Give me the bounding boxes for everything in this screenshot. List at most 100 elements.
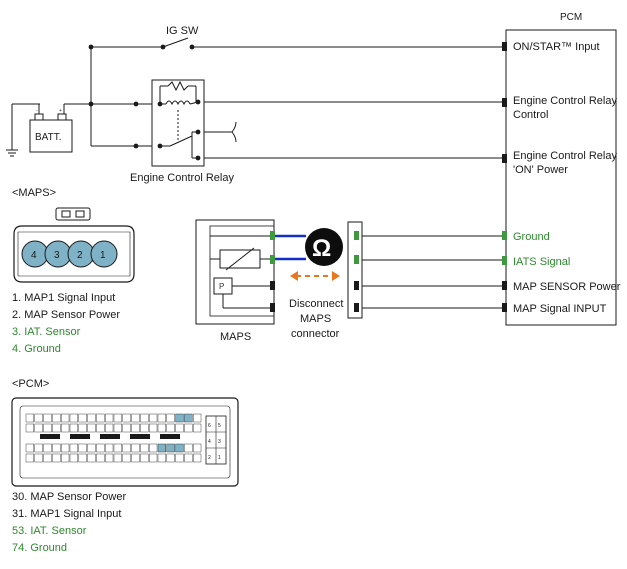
pcm-cavity: [104, 453, 114, 463]
pcm-cavity: [148, 413, 158, 423]
pcm-side-pin-2: 2: [208, 455, 211, 461]
junction-dots: [88, 44, 195, 149]
pcm-legend-30: 30. MAP Sensor Power: [12, 491, 127, 503]
maps-pin-2: 2: [77, 250, 83, 261]
pcm-cavity: [175, 423, 184, 433]
pcm-cavity: [175, 413, 184, 423]
pcm-cavity: [43, 443, 52, 453]
ohmmeter-probes: [275, 228, 343, 266]
maps-pin-3: 3: [54, 250, 60, 261]
maps-pin-4: 4: [31, 250, 37, 261]
pcm-cavity: [104, 443, 114, 453]
pcm-pin-markers: [502, 42, 507, 312]
pcm-cavity: [175, 453, 184, 463]
pcm-cavity: [34, 453, 43, 463]
pcm-pin-iats: IATS Signal: [513, 256, 570, 268]
pcm-cavity: [52, 423, 61, 433]
maps-legend-4: 4. Ground: [12, 343, 61, 355]
pcm-cavity: [166, 413, 175, 423]
battery: [22, 103, 73, 153]
pcm-cavity: [87, 453, 96, 463]
pcm-side-pin-5: 5: [218, 423, 221, 429]
pcm-cavity: [34, 423, 43, 433]
pcm-cavity: [122, 443, 131, 453]
pcm-side-pin-1: 1: [218, 455, 221, 461]
pcm-cavity: [184, 413, 193, 423]
pcm-cavity: [104, 413, 114, 423]
pcm-cavity: [78, 413, 87, 423]
pcm-cavity: [157, 453, 167, 463]
disconnect-arrow: [290, 271, 340, 281]
pcm-key-bar: [70, 434, 90, 439]
engine-control-relay: [151, 79, 205, 167]
pcm-cavity: [61, 443, 70, 453]
pcm-cavity: [192, 413, 202, 423]
pcm-legend-74: 74. Ground: [12, 542, 68, 554]
pcm-cavity: [157, 413, 167, 423]
pcm-cavity: [52, 443, 61, 453]
ig-switch-label: IG SW: [166, 25, 199, 37]
pcm-cavity: [140, 443, 149, 453]
maps-legend-3: 3. IAT. Sensor: [12, 326, 81, 338]
battery-minus: -: [36, 108, 38, 114]
pcm-key-bar: [100, 434, 120, 439]
maps-pin-legend: 1. MAP1 Signal Input 2. MAP Sensor Power…: [12, 290, 120, 358]
pcm-cavity: [113, 413, 123, 423]
pcm-cavity: [192, 443, 202, 453]
pcm-cavity: [78, 453, 87, 463]
pcm-pin-relay-on-1: Engine Control Relay: [513, 150, 617, 162]
pcm-key-bar: [160, 434, 180, 439]
pcm-cavity: [96, 423, 105, 433]
pcm-pin-map-power: MAP SENSOR Power: [513, 281, 621, 293]
pcm-cavity: [43, 413, 52, 423]
pcm-cavity: [184, 453, 193, 463]
pcm-cavity: [61, 453, 70, 463]
pcm-cavity: [131, 413, 140, 423]
pcm-cavity: [131, 453, 140, 463]
pcm-cavity: [192, 453, 202, 463]
pcm-connector-face: [11, 397, 239, 487]
pcm-cavity: [69, 413, 79, 423]
pcm-pin-relay-control-1: Engine Control Relay: [513, 95, 617, 107]
pcm-cavity: [96, 413, 105, 423]
maps-connector-header: <MAPS>: [12, 187, 56, 199]
pcm-cavity: [52, 413, 61, 423]
pcm-cavity: [175, 443, 184, 453]
pcm-cavity: [122, 413, 131, 423]
maps-legend-1: 1. MAP1 Signal Input: [12, 292, 116, 304]
pcm-key-bar: [40, 434, 60, 439]
supply-wires: [6, 37, 502, 159]
pcm-pin-relay-on-2: 'ON' Power: [513, 164, 568, 176]
battery-label: BATT.: [35, 132, 61, 143]
pcm-cavity: [148, 453, 158, 463]
pcm-cavity: [25, 423, 35, 433]
pcm-cavity: [166, 443, 175, 453]
pcm-cavity: [69, 453, 79, 463]
pcm-cavity: [25, 443, 35, 453]
pcm-cavity: [87, 423, 96, 433]
pcm-cavity: [122, 453, 131, 463]
pcm-cavity: [61, 413, 70, 423]
pcm-cavity: [157, 443, 167, 453]
pcm-cavity: [148, 443, 158, 453]
pcm-pin-onstar: ON/STAR™ Input: [513, 41, 600, 53]
pcm-cavity: [140, 453, 149, 463]
maps-p-label: P: [219, 282, 224, 291]
pcm-cavity: [78, 443, 87, 453]
pcm-cavity: [104, 423, 114, 433]
pcm-cavity: [69, 443, 79, 453]
pcm-cavity: [140, 423, 149, 433]
pcm-cavity: [78, 423, 87, 433]
pcm-side-pin-6: 6: [208, 423, 211, 429]
pcm-legend-31: 31. MAP1 Signal Input: [12, 508, 122, 520]
pcm-connector-header: <PCM>: [12, 378, 49, 390]
pcm-cavity: [96, 443, 105, 453]
ohmmeter-icon: Ω: [312, 235, 331, 262]
maps-label: MAPS: [220, 331, 251, 343]
maps-legend-2: 2. MAP Sensor Power: [12, 309, 121, 321]
pcm-cavity: [25, 413, 35, 423]
pcm-cavity: [87, 413, 96, 423]
pcm-pin-legend: 30. MAP Sensor Power 31. MAP1 Signal Inp…: [12, 489, 126, 557]
pcm-cavity: [131, 423, 140, 433]
